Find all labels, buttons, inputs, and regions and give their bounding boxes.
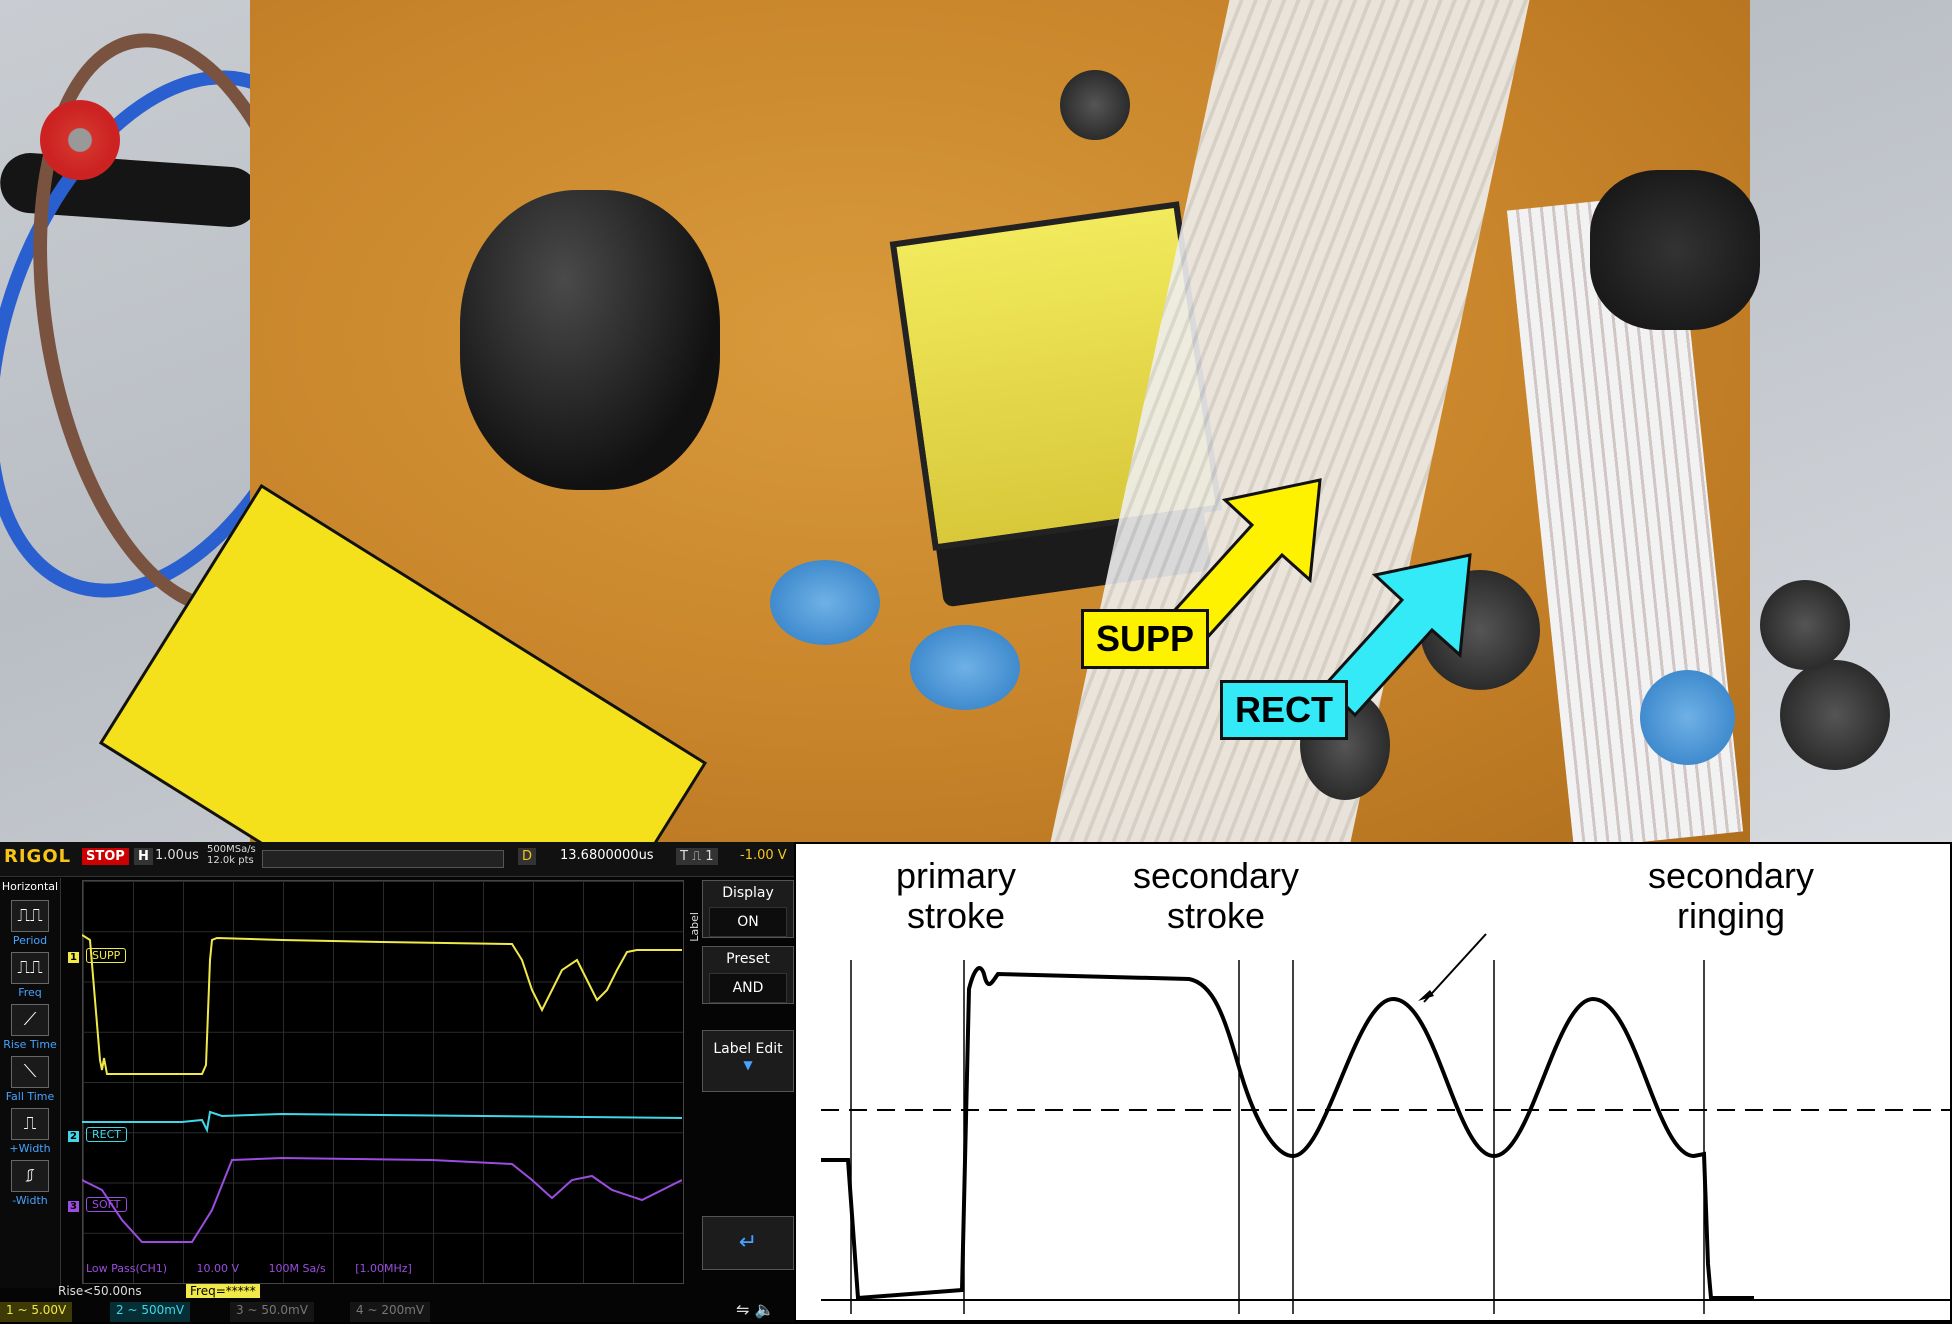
ch1-status[interactable]: 1 ~ 5.00V (0, 1302, 73, 1322)
return-button[interactable]: ↵ (702, 1216, 794, 1270)
measure-freq[interactable]: ⎍⎍ Freq (0, 946, 60, 1006)
item-label: Rise Time (3, 1038, 57, 1051)
measure-rise-time[interactable]: ⟋ Rise Time (0, 998, 60, 1058)
ch4-status[interactable]: 4 ~ 200mV (350, 1302, 431, 1322)
ch3-marker: 3 (68, 1201, 79, 1212)
electrolytic-capacitor (1060, 70, 1130, 140)
waveform-traces (82, 934, 682, 1243)
label-menu-tab[interactable]: Label (688, 912, 701, 942)
ch-scale: 500mV (141, 1303, 185, 1317)
preset-value: AND (709, 973, 787, 1003)
measure-fall-time[interactable]: ⟍ Fall Time (0, 1050, 60, 1110)
fall-time-icon: ⟍ (11, 1056, 49, 1088)
trace-rect (82, 1110, 682, 1134)
oscilloscope-screen: RIGOL STOP H 1.00us 500MSa/s 12.0k pts D… (0, 842, 794, 1322)
ch1-label: SUPP (86, 948, 127, 963)
preset-title: Preset (726, 951, 770, 967)
ch-scale: 200mV (381, 1303, 425, 1317)
delay-label: D (518, 848, 537, 865)
display-title: Display (722, 885, 774, 901)
neg-width-icon: ⎎ (11, 1160, 49, 1192)
ch3-label: SOFT (86, 1197, 127, 1212)
trace-supp (82, 934, 682, 1075)
rise-time-icon: ⟋ (11, 1004, 49, 1036)
filter-bw: [1.00MHz] (355, 1262, 412, 1275)
filter-rate: 100M Sa/s (268, 1262, 326, 1275)
display-value: ON (709, 907, 787, 937)
item-label: -Width (12, 1194, 48, 1207)
electrolytic-capacitor (1760, 580, 1850, 670)
diagram-waveform (821, 966, 1754, 1301)
pos-width-icon: ⎍ (11, 1108, 49, 1140)
pointer-arrowhead-icon (1418, 990, 1434, 1001)
pointer-arrow-icon (1423, 933, 1487, 1003)
item-label: Period (12, 934, 48, 947)
ch2-status[interactable]: 2 ~ 500mV (110, 1302, 191, 1322)
item-label: +Width (9, 1142, 51, 1155)
trigger-type-icon[interactable]: T ⎍ 1 (676, 848, 718, 865)
measure-side-menu: Horizontal ⎍⎍ Period ⎍⎍ Freq ⟋ Rise Time ⟍ F… (0, 878, 61, 1288)
item-label: Fall Time (5, 1090, 55, 1103)
supp-label: SUPP (1081, 609, 1210, 669)
blue-capacitor (910, 625, 1020, 710)
measure-period[interactable]: ⎍⎍ Period (0, 894, 60, 954)
label-edit-button[interactable]: Label Edit ▼ (702, 1030, 794, 1092)
electrolytic-capacitor (1780, 660, 1890, 770)
trigger-level[interactable]: -1.00 V (740, 848, 787, 863)
sample-rate: 500MSa/s (207, 844, 256, 855)
freq-measurement: Freq=***** (186, 1284, 260, 1298)
preset-select[interactable]: Preset AND (702, 946, 794, 1004)
bulk-capacitor (460, 190, 720, 490)
brand-logo: RIGOL (4, 846, 72, 867)
timebase-value[interactable]: 1.00us (155, 848, 199, 863)
secondary-ringing-label: secondary ringing (1647, 855, 1815, 936)
label-right-menu: Display ON Preset AND Label Edit ▼ ↵ (702, 880, 794, 1280)
rise-measurement: Rise<50.00ns (58, 1284, 142, 1298)
filter-volts: 10.00 V (196, 1262, 240, 1275)
run-state-badge[interactable]: STOP (82, 848, 129, 865)
ch-num: 2 (116, 1303, 124, 1317)
usb-icon: ⇋ 🔈 (736, 1300, 775, 1319)
sample-info: 500MSa/s 12.0k pts (207, 844, 256, 866)
measure-pos-width[interactable]: ⎍ +Width (0, 1102, 60, 1162)
blue-capacitor (770, 560, 880, 645)
blue-capacitor (1640, 670, 1735, 765)
ch-scale: 50.0mV (261, 1303, 308, 1317)
ch-num: 1 (6, 1303, 14, 1317)
trace-soft (82, 1156, 682, 1243)
diagram-drawing (821, 933, 1952, 1314)
filter-mode: Low Pass(CH1) (86, 1262, 168, 1275)
grommet (40, 100, 120, 180)
rect-label: RECT (1220, 680, 1348, 740)
return-icon: ↵ (738, 1230, 758, 1255)
ch2-marker: 2 (68, 1131, 79, 1142)
ch-num: 4 (356, 1303, 364, 1317)
waveform-diagram: primary stroke secondary stroke secondar… (794, 842, 1952, 1322)
memory-points: 12.0k pts (207, 855, 254, 866)
secondary-stroke-label: secondary stroke (1132, 855, 1300, 936)
ch3-status[interactable]: 3 ~ 50.0mV (230, 1302, 314, 1322)
freq-icon: ⎍⎍ (11, 952, 49, 984)
ch2-label: RECT (86, 1127, 127, 1142)
item-label: Freq (18, 986, 42, 999)
ch-scale: 5.00V (31, 1303, 67, 1317)
period-icon: ⎍⎍ (11, 900, 49, 932)
delay-value[interactable]: 13.6800000us (560, 848, 654, 863)
waveform-grid[interactable] (82, 880, 684, 1284)
ferrite-bead (1590, 170, 1760, 330)
side-menu-title: Horizontal (1, 880, 59, 893)
pcb-photo: SUPP RECT (0, 0, 1952, 842)
primary-stroke-label: primary stroke (895, 855, 1016, 936)
ch-num: 3 (236, 1303, 244, 1317)
chevron-down-icon: ▼ (743, 1058, 753, 1072)
filter-info: Low Pass(CH1) 10.00 V 100M Sa/s [1.00MHz… (86, 1262, 438, 1275)
measure-neg-width[interactable]: ⎎ -Width (0, 1154, 60, 1214)
scope-top-bar: RIGOL STOP H 1.00us 500MSa/s 12.0k pts D… (0, 842, 794, 877)
display-toggle[interactable]: Display ON (702, 880, 794, 938)
horizontal-label: H (134, 848, 153, 865)
trigger-position-bar[interactable] (262, 850, 504, 868)
ch1-marker: 1 (68, 952, 79, 963)
label-edit-title: Label Edit (713, 1041, 783, 1057)
